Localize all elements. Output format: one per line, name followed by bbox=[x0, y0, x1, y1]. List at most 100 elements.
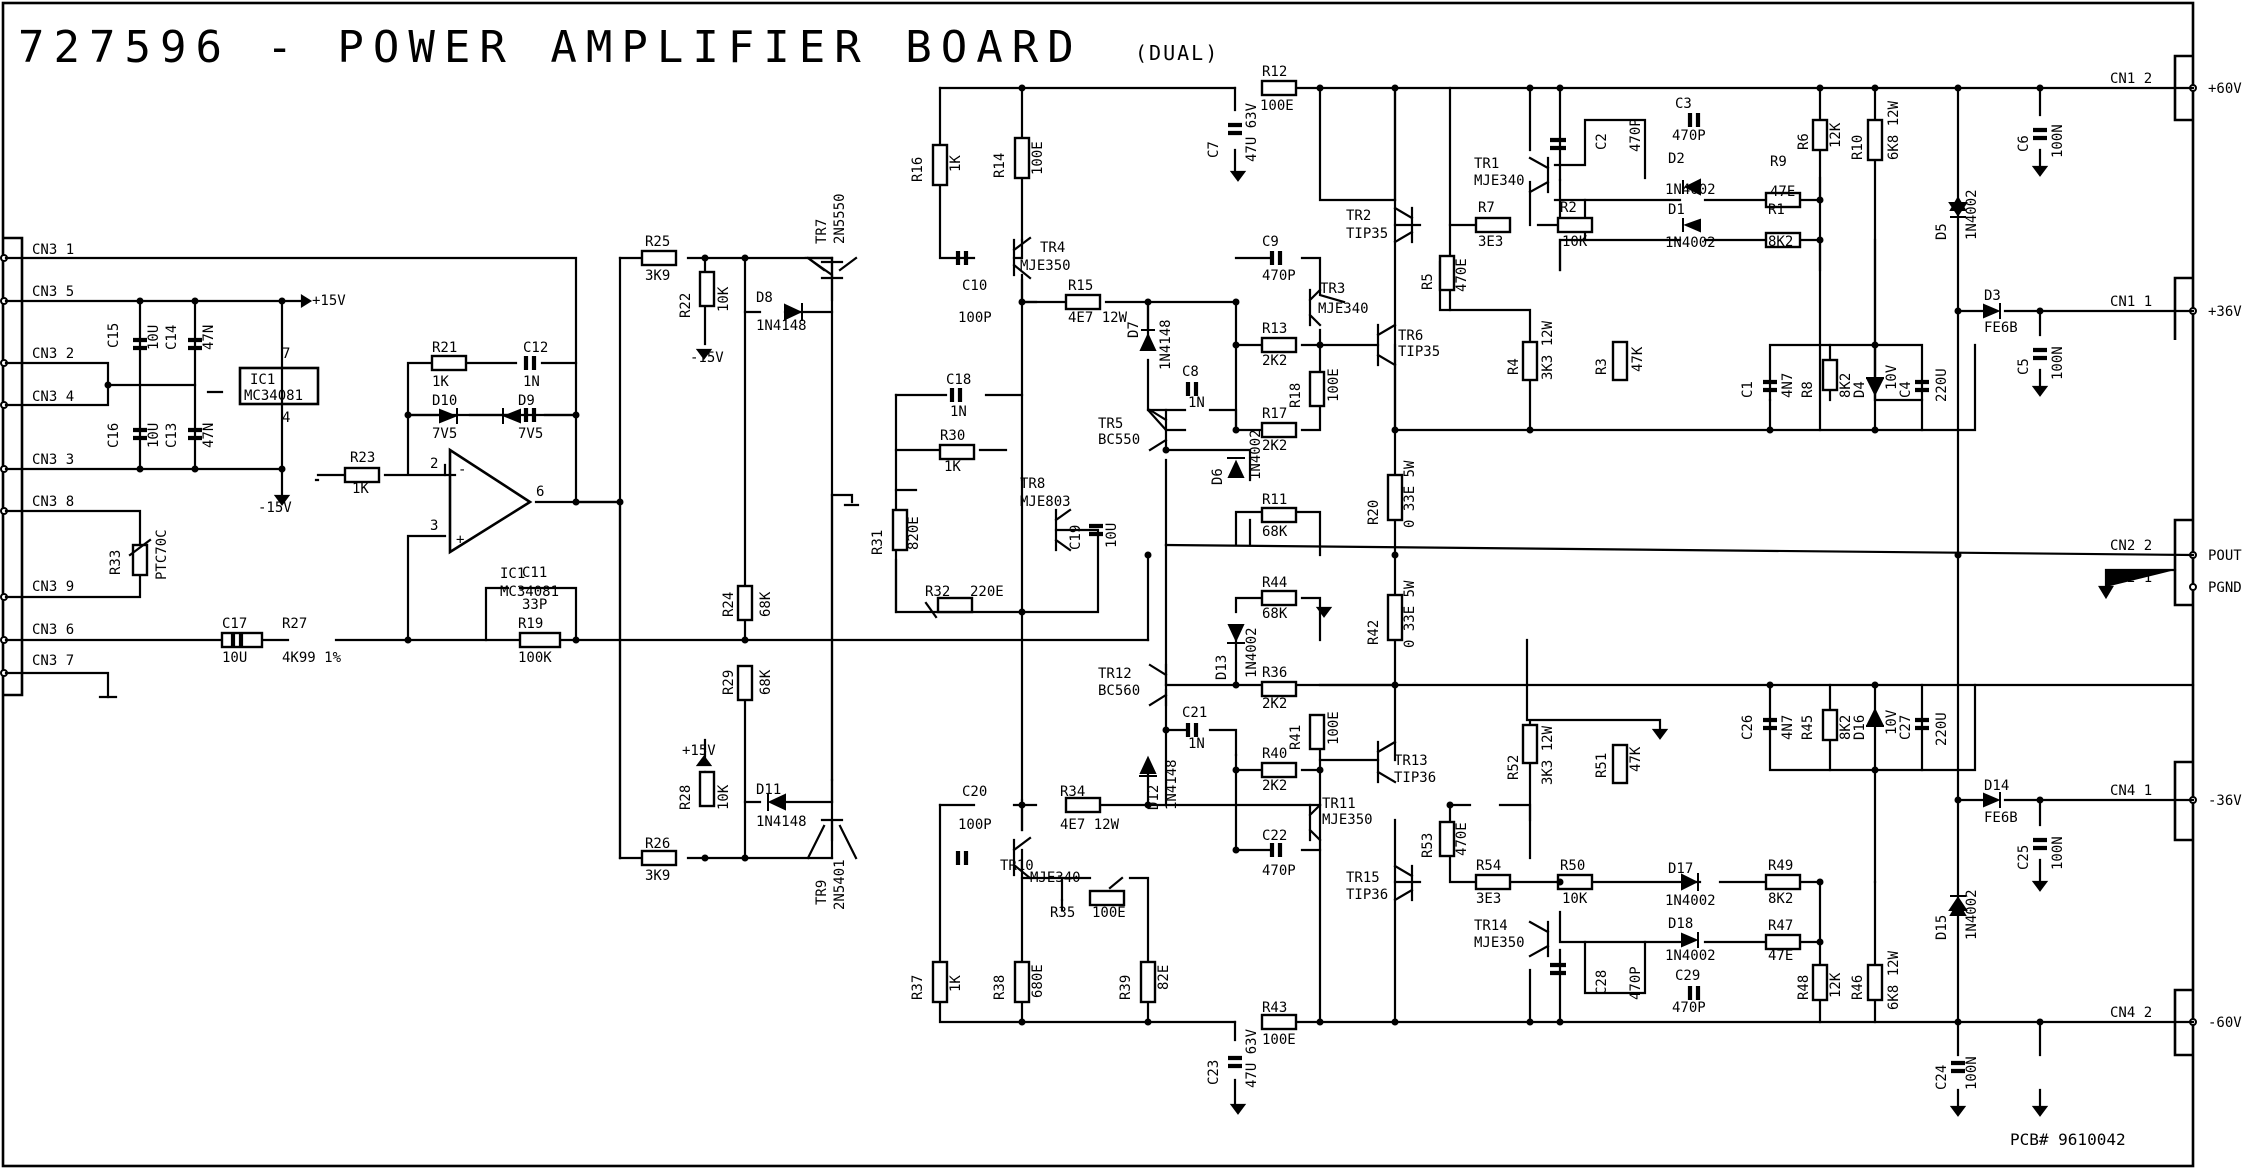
svg-text:C16: C16 bbox=[106, 423, 122, 448]
svg-text:D11: D11 bbox=[756, 782, 781, 798]
svg-text:TR3: TR3 bbox=[1320, 281, 1345, 297]
component-labels: C15 10U C14 47N C16 10U C13 47N R21 1K C… bbox=[106, 64, 2066, 1090]
svg-text:R33: R33 bbox=[108, 550, 124, 575]
svg-text:R45: R45 bbox=[1800, 715, 1816, 740]
svg-text:R48: R48 bbox=[1796, 975, 1812, 1000]
svg-text:68K: 68K bbox=[758, 669, 774, 695]
svg-text:-60V: -60V bbox=[2208, 1015, 2242, 1031]
svg-text:4E7 12W: 4E7 12W bbox=[1068, 310, 1128, 326]
svg-text:100E: 100E bbox=[1326, 711, 1342, 745]
svg-text:D9: D9 bbox=[518, 393, 535, 409]
svg-text:R32: R32 bbox=[925, 584, 950, 600]
svg-text:TIP36: TIP36 bbox=[1346, 887, 1388, 903]
svg-text:R24: R24 bbox=[721, 592, 737, 617]
svg-text:MJE350: MJE350 bbox=[1474, 935, 1525, 951]
svg-text:2N5550: 2N5550 bbox=[832, 193, 848, 244]
svg-text:82E: 82E bbox=[1156, 965, 1172, 990]
svg-text:1K: 1K bbox=[948, 155, 964, 172]
svg-text:TR13: TR13 bbox=[1394, 753, 1428, 769]
svg-text:1N4002: 1N4002 bbox=[1665, 235, 1716, 251]
svg-text:TR2: TR2 bbox=[1346, 208, 1371, 224]
svg-text:C14: C14 bbox=[164, 325, 180, 350]
svg-text:CN3 8: CN3 8 bbox=[32, 494, 74, 510]
svg-text:1N4002: 1N4002 bbox=[1964, 889, 1980, 940]
svg-text:R36: R36 bbox=[1262, 665, 1287, 681]
svg-text:R38: R38 bbox=[992, 975, 1008, 1000]
svg-text:-: - bbox=[458, 462, 466, 478]
svg-text:2K2: 2K2 bbox=[1262, 696, 1287, 712]
svg-text:R23: R23 bbox=[350, 450, 375, 466]
svg-text:R42: R42 bbox=[1366, 620, 1382, 645]
svg-text:POUT: POUT bbox=[2208, 548, 2242, 564]
svg-text:C15: C15 bbox=[106, 323, 122, 348]
board-title: 727596 - POWER AMPLIFIER BOARD bbox=[18, 22, 1083, 73]
svg-text:R52: R52 bbox=[1506, 755, 1522, 780]
board-title-suffix: (DUAL) bbox=[1135, 41, 1219, 65]
svg-text:C9: C9 bbox=[1262, 234, 1279, 250]
svg-text:R27: R27 bbox=[282, 616, 307, 632]
svg-text:-15V: -15V bbox=[690, 350, 724, 366]
svg-text:1K: 1K bbox=[948, 975, 964, 992]
svg-text:R50: R50 bbox=[1560, 858, 1585, 874]
svg-text:TR10: TR10 bbox=[1000, 858, 1034, 874]
svg-text:100N: 100N bbox=[2050, 124, 2066, 158]
wires-vas-stage bbox=[894, 86, 2195, 1107]
svg-text:MJE350: MJE350 bbox=[1020, 258, 1071, 274]
svg-text:C22: C22 bbox=[1262, 828, 1287, 844]
svg-text:47N: 47N bbox=[201, 325, 217, 350]
svg-text:10U: 10U bbox=[146, 325, 162, 350]
svg-text:100E: 100E bbox=[1260, 98, 1294, 114]
svg-text:C24: C24 bbox=[1934, 1065, 1950, 1090]
svg-text:100E: 100E bbox=[1030, 141, 1046, 175]
svg-text:C13: C13 bbox=[164, 423, 180, 448]
right-connector-tab-cn1 bbox=[2173, 54, 2193, 340]
svg-text:1N4002: 1N4002 bbox=[1248, 429, 1264, 480]
svg-text:100P: 100P bbox=[958, 817, 992, 833]
svg-text:1K: 1K bbox=[432, 374, 449, 390]
svg-text:100P: 100P bbox=[958, 310, 992, 326]
svg-text:3K9: 3K9 bbox=[645, 868, 670, 884]
svg-text:68K: 68K bbox=[758, 591, 774, 617]
svg-text:D6: D6 bbox=[1210, 468, 1226, 485]
svg-text:R4: R4 bbox=[1506, 358, 1522, 375]
diodes bbox=[439, 178, 2001, 948]
svg-text:C27: C27 bbox=[1898, 715, 1914, 740]
svg-text:7V5: 7V5 bbox=[518, 426, 543, 442]
svg-text:8K2: 8K2 bbox=[1768, 234, 1793, 250]
svg-text:68K: 68K bbox=[1262, 524, 1288, 540]
svg-text:10V: 10V bbox=[1884, 364, 1900, 390]
svg-text:CN3 3: CN3 3 bbox=[32, 452, 74, 468]
svg-text:R22: R22 bbox=[678, 293, 694, 318]
svg-text:47E: 47E bbox=[1770, 184, 1795, 200]
svg-text:FE6B: FE6B bbox=[1984, 810, 2018, 826]
svg-text:TR8: TR8 bbox=[1020, 476, 1045, 492]
svg-text:MC34081: MC34081 bbox=[500, 584, 559, 600]
svg-text:D7: D7 bbox=[1126, 321, 1142, 338]
svg-text:1N4002: 1N4002 bbox=[1665, 893, 1716, 909]
opamp-ic1: - + 2 3 6 IC1 MC34081 bbox=[430, 447, 559, 600]
svg-text:C5: C5 bbox=[2016, 358, 2032, 375]
svg-text:D14: D14 bbox=[1984, 778, 2009, 794]
svg-text:D15: D15 bbox=[1934, 915, 1950, 940]
svg-text:C28: C28 bbox=[1594, 970, 1610, 995]
svg-text:+: + bbox=[456, 532, 464, 548]
svg-text:R53: R53 bbox=[1420, 833, 1436, 858]
svg-text:D16: D16 bbox=[1852, 715, 1868, 740]
svg-text:CN4 1: CN4 1 bbox=[2110, 783, 2152, 799]
svg-text:1N4002: 1N4002 bbox=[1964, 189, 1980, 240]
svg-text:4: 4 bbox=[282, 410, 290, 426]
svg-text:C17: C17 bbox=[222, 616, 247, 632]
svg-text:68K: 68K bbox=[1262, 606, 1288, 622]
svg-text:R2: R2 bbox=[1560, 200, 1577, 216]
svg-text:470P: 470P bbox=[1262, 863, 1296, 879]
svg-text:7V5: 7V5 bbox=[432, 426, 457, 442]
svg-text:R11: R11 bbox=[1262, 492, 1287, 508]
svg-text:TR9: TR9 bbox=[814, 880, 830, 905]
svg-text:10K: 10K bbox=[1562, 891, 1588, 907]
ground-symbols bbox=[98, 165, 2177, 1117]
svg-text:6K8 12W: 6K8 12W bbox=[1886, 100, 1902, 160]
svg-text:1N: 1N bbox=[1188, 395, 1205, 411]
svg-text:1N4148: 1N4148 bbox=[1158, 319, 1174, 370]
svg-text:220U: 220U bbox=[1934, 712, 1950, 746]
svg-text:R20: R20 bbox=[1366, 500, 1382, 525]
